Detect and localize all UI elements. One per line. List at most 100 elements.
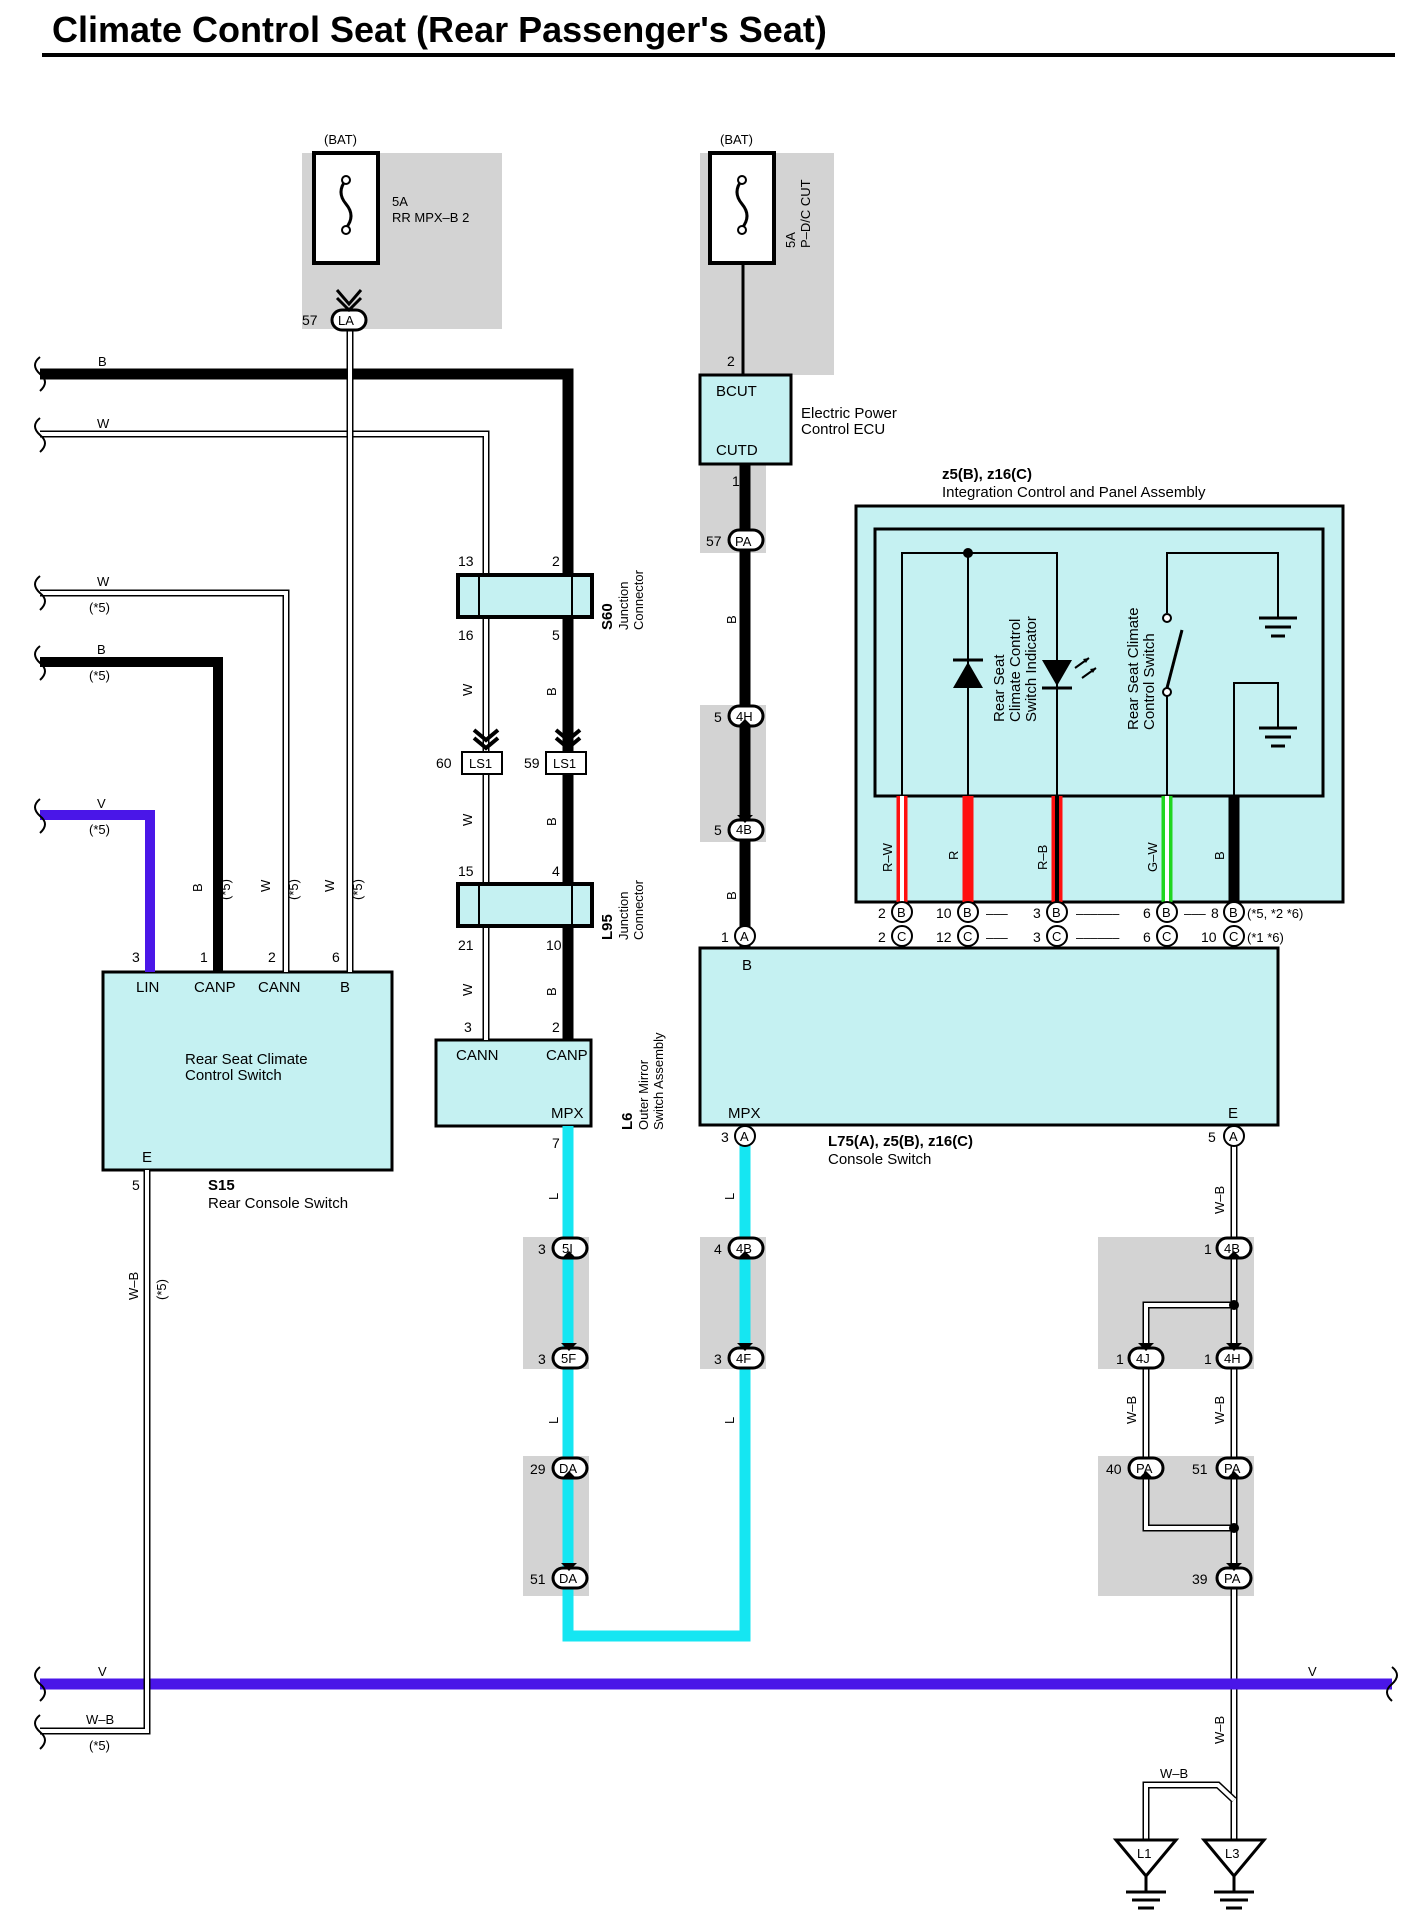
fuse2-amp: 5A xyxy=(783,232,798,248)
note-w5: (*5) xyxy=(89,600,110,615)
conn-b-3: B xyxy=(1052,905,1061,920)
fuse1-amp: 5A xyxy=(392,194,408,209)
conn-ls1-1: LS1 xyxy=(469,756,492,771)
l95-connector xyxy=(456,882,594,928)
wire-label-b-ls1: B xyxy=(544,817,559,826)
wire-label-w-ls1: W xyxy=(460,813,475,826)
pin-12-c: 12 xyxy=(936,929,952,945)
console-mpx-terminal: MPX xyxy=(728,1105,761,1122)
pin-16: 16 xyxy=(458,627,474,643)
conn-4f: 4F xyxy=(736,1351,751,1366)
wire-end-b xyxy=(34,356,46,392)
l6-name-2: Switch Assembly xyxy=(651,1032,666,1130)
ground-l3 xyxy=(1200,1838,1268,1910)
icp-circuit-ground2 xyxy=(1233,682,1279,796)
ground-l1 xyxy=(1112,1838,1180,1910)
conn-l3: L3 xyxy=(1225,1846,1239,1861)
dashes-b-1: ––– xyxy=(986,906,1008,921)
wire-wb-s15-inner xyxy=(40,1170,149,1733)
pin-2-c: 2 xyxy=(878,929,886,945)
pin-6-c: 6 xyxy=(1143,929,1151,945)
rscs-cann: CANN xyxy=(258,979,301,996)
l6-mpx: MPX xyxy=(551,1105,584,1122)
pin-5-s60: 5 xyxy=(552,627,560,643)
pin-5-4h: 5 xyxy=(714,709,722,725)
l95-code: L95 xyxy=(599,914,616,940)
pin-4-4b: 4 xyxy=(714,1241,722,1257)
pin-2-l6: 2 xyxy=(552,1019,560,1035)
rear-climate-switch-box xyxy=(101,970,394,1172)
wire-label-wb-s15: W–B xyxy=(126,1272,141,1300)
pin-1-ecu: 1 xyxy=(732,473,740,489)
wire-label-l-2: L xyxy=(722,1193,737,1200)
s60-name-1: Junction xyxy=(616,582,631,630)
connector-arrows xyxy=(335,289,1242,1571)
pin-3-l6: 3 xyxy=(464,1019,472,1035)
conn-b-4: B xyxy=(1162,905,1171,920)
wire-w5-inner xyxy=(40,591,288,972)
pin-21: 21 xyxy=(458,937,474,953)
conn-4b-g: 4B xyxy=(1224,1241,1240,1256)
ground-icp-1 xyxy=(1259,616,1297,638)
conn-4h-top: 4H xyxy=(736,709,753,724)
dashes-c-1: ––– xyxy=(986,930,1008,945)
wire-end-w5 xyxy=(34,575,46,611)
pin-1-4h-g: 1 xyxy=(1204,1351,1212,1367)
wire-end-v-right xyxy=(1386,1666,1398,1702)
l6-cann: CANN xyxy=(456,1047,499,1064)
ls1-connectors xyxy=(461,728,587,775)
circle-connectors xyxy=(734,901,1245,1147)
wire-wb-s15-outer xyxy=(40,1170,151,1735)
pin-13: 13 xyxy=(458,553,474,569)
ground-icons xyxy=(1259,616,1297,748)
rscs-e: E xyxy=(142,1149,152,1166)
wire-label-w-l95: W xyxy=(460,983,475,996)
ecu-name-1: Electric Power xyxy=(801,405,897,422)
wire-label-w-b: W xyxy=(322,879,337,892)
conn-b-1: B xyxy=(897,905,906,920)
fuse1 xyxy=(312,151,380,265)
pin-57-pa: 57 xyxy=(706,533,722,549)
wire-label-b-ecu-1: B xyxy=(724,615,739,624)
note-wb-bottom: (*5) xyxy=(89,1738,110,1753)
wire-label-b-top: B xyxy=(98,354,107,369)
conn-l1: L1 xyxy=(1137,1846,1151,1861)
pin-3-lin: 3 xyxy=(132,949,140,965)
pin-6-b: 6 xyxy=(1143,905,1151,921)
conn-4b-top: 4B xyxy=(736,822,752,837)
conn-c-4: C xyxy=(1162,929,1171,944)
wire-ends xyxy=(34,356,1398,1750)
wires xyxy=(40,258,1392,1840)
pin-2-cann: 2 xyxy=(268,949,276,965)
wire-b-top xyxy=(40,368,574,1040)
pin-51-da: 51 xyxy=(530,1571,546,1587)
wire-end-w xyxy=(34,417,46,453)
s60-connector xyxy=(456,573,594,619)
bat-label-1: (BAT) xyxy=(324,132,357,147)
l6-canp: CANP xyxy=(546,1047,588,1064)
pin-7-l6: 7 xyxy=(552,1135,560,1151)
pin-1-a: 1 xyxy=(721,929,729,945)
conn-c-3: C xyxy=(1052,929,1061,944)
pin-3-c: 3 xyxy=(1033,929,1041,945)
pin-6-b-s15: 6 xyxy=(332,949,340,965)
wire-wb-l1-outer xyxy=(1142,1781,1237,1840)
wire-label-v-right: V xyxy=(1308,1664,1317,1679)
conn-ls1-2: LS1 xyxy=(553,756,576,771)
wire-wb-l1-inner xyxy=(1144,1783,1236,1840)
pin-2-s60: 2 xyxy=(552,553,560,569)
wire-label-wb-bottom-left: W–B xyxy=(86,1712,114,1727)
pin-57-la: 57 xyxy=(302,312,318,328)
wire-label-l-1: L xyxy=(546,1193,561,1200)
wire-l-blue xyxy=(562,1126,751,1642)
l95-name-1: Junction xyxy=(616,892,631,940)
note-b8: (*5, *2 *6) xyxy=(1247,906,1303,921)
wire-w-top-inner xyxy=(40,432,488,760)
pin-10-b: 10 xyxy=(936,905,952,921)
conn-b-2: B xyxy=(963,905,972,920)
outer-mirror-switch-box xyxy=(434,1038,593,1128)
ecu-box xyxy=(698,373,793,466)
pin-15: 15 xyxy=(458,863,474,879)
